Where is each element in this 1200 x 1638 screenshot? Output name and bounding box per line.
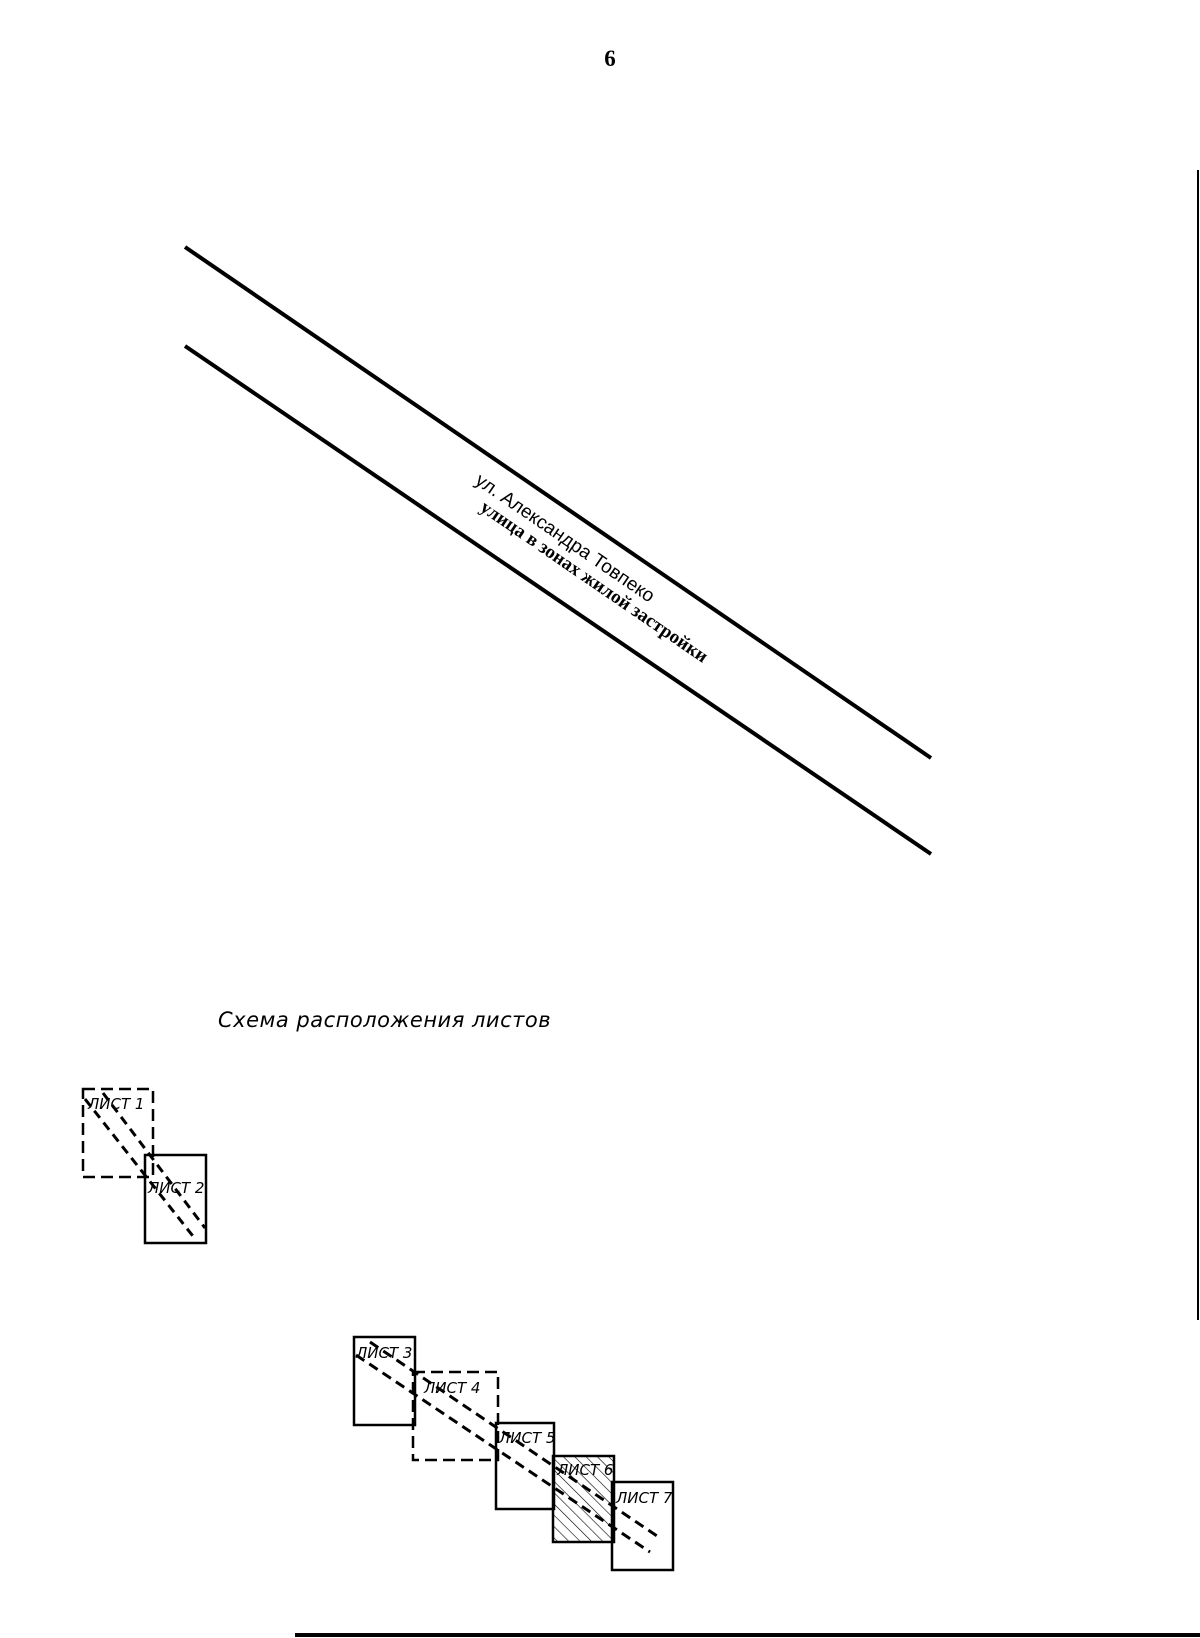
sheet-group-2: ЛИСТ 3 ЛИСТ 4 ЛИСТ 5 ЛИСТ 6 ЛИСТ 7 [352,1335,675,1572]
street-name-label: ул. Александра Товпеко [471,470,658,607]
street-sketch-line [83,1098,198,1241]
sheet-label-3: ЛИСТ 3 [355,1344,412,1362]
street-boundary-lower [183,344,933,856]
sheet-label-6: ЛИСТ 6 [556,1461,613,1479]
sheet-frame-2 [143,1153,208,1245]
street-sketch-line [355,1353,651,1554]
sheet-label-5: ЛИСТ 5 [498,1429,555,1447]
scheme-title: Схема расположения листов [218,1008,552,1032]
street-sketch-line [101,1092,207,1229]
sheet-label-1: ЛИСТ 1 [87,1095,144,1113]
sheet-label-7: ЛИСТ 7 [615,1489,673,1507]
sheet-frame-1 [81,1087,155,1179]
page-number: 6 [604,46,616,71]
street-sketch-line [369,1340,661,1540]
sheet-frame-4 [411,1370,500,1462]
sheet-frame-3 [352,1335,417,1427]
sheet-label-4: ЛИСТ 4 [423,1379,480,1397]
street-boundary-upper [183,245,933,760]
sheet-group-1: ЛИСТ 1 ЛИСТ 2 [81,1087,208,1245]
sheet-label-2: ЛИСТ 2 [147,1179,204,1197]
